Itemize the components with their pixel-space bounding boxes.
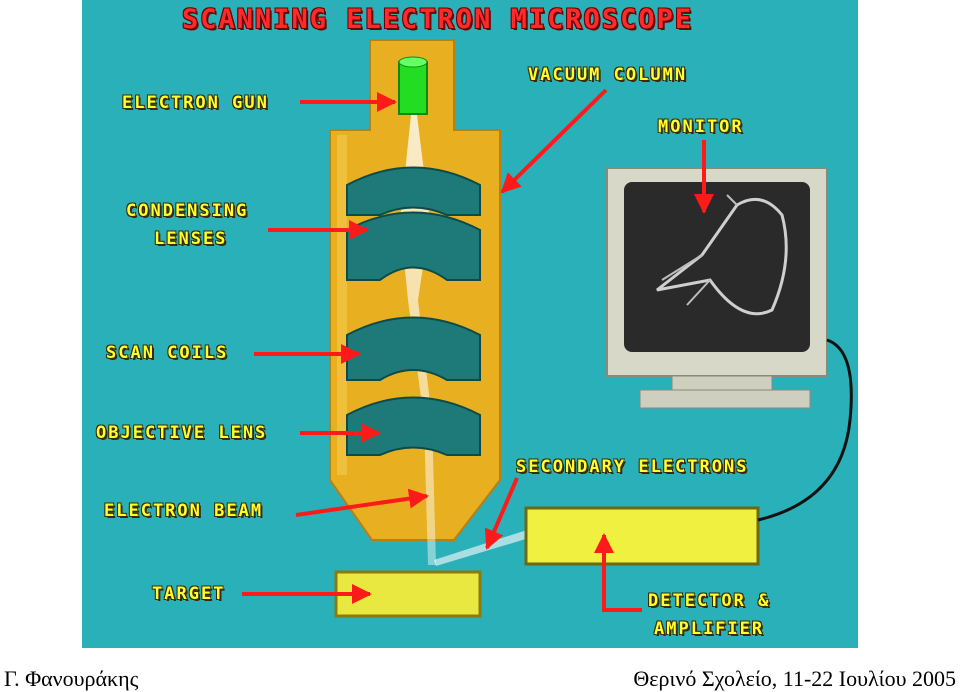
diagram-panel: SCANNING ELECTRON MICROSCOPE ELECTRON GU… bbox=[82, 0, 858, 648]
footer-event: Θερινό Σχολείο, 11-22 Ιουλίου 2005 bbox=[633, 666, 956, 691]
arrow-electron-beam bbox=[295, 488, 429, 517]
label-secondary-electrons: SECONDARY ELECTRONS bbox=[516, 457, 749, 477]
label-monitor: MONITOR bbox=[658, 117, 744, 137]
label-objective-lens: OBJECTIVE LENS bbox=[96, 423, 268, 443]
arrow-secondary bbox=[484, 477, 519, 550]
label-condensing-line2: LENSES bbox=[154, 229, 228, 249]
label-vacuum-column: VACUUM COLUMN bbox=[528, 65, 688, 85]
specimen-image bbox=[656, 197, 788, 316]
sem-diagram bbox=[242, 39, 853, 618]
detector bbox=[524, 506, 760, 566]
label-scan-coils: SCAN COILS bbox=[106, 343, 229, 363]
label-electron-gun: ELECTRON GUN bbox=[122, 93, 269, 113]
arrow-vacuum-column bbox=[500, 88, 608, 194]
electron-gun bbox=[398, 61, 428, 115]
label-target: TARGET bbox=[152, 584, 226, 604]
secondary-electron-ray bbox=[434, 530, 529, 566]
footer-author: Γ. Φανουράκης bbox=[4, 666, 139, 691]
objective-lens bbox=[346, 396, 481, 456]
arrow-detector bbox=[594, 533, 642, 612]
diagram-title: SCANNING ELECTRON MICROSCOPE bbox=[182, 4, 694, 35]
scan-coils bbox=[346, 316, 481, 381]
label-condensing-line1: CONDENSING bbox=[126, 201, 249, 221]
label-detector-line2: AMPLIFIER bbox=[654, 619, 765, 639]
condensing-lens-1 bbox=[346, 166, 481, 216]
label-detector-line1: DETECTOR & bbox=[648, 591, 771, 611]
monitor bbox=[606, 167, 853, 522]
label-electron-beam: ELECTRON BEAM bbox=[104, 501, 264, 521]
condensing-lens-2 bbox=[346, 211, 481, 281]
